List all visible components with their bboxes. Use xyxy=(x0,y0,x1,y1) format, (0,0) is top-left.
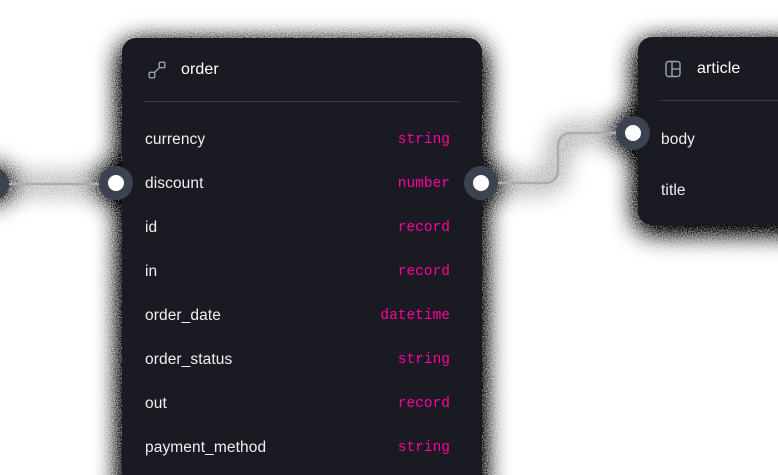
relation-icon xyxy=(148,61,166,79)
table-icon xyxy=(665,60,681,77)
header-divider xyxy=(660,100,778,101)
field-name: title xyxy=(661,181,686,199)
node-title: order xyxy=(181,60,219,78)
field-name: order_status xyxy=(145,351,233,368)
field-list: body title xyxy=(638,101,778,216)
node-header: order xyxy=(122,38,482,101)
field-type: string xyxy=(397,132,450,148)
field-name: out xyxy=(145,395,167,412)
field-type: string xyxy=(397,440,450,456)
field-row: body xyxy=(638,114,778,165)
field-type: record xyxy=(397,396,450,412)
field-name: discount xyxy=(145,175,204,192)
field-row: payment_method string xyxy=(122,426,482,470)
field-row: currency string xyxy=(122,118,482,162)
node-title: article xyxy=(697,59,741,77)
field-row: id record xyxy=(122,206,482,250)
port-offscreen-node[interactable] xyxy=(0,167,9,201)
field-row: discount number xyxy=(122,162,482,206)
field-row: order_status string xyxy=(122,338,482,382)
field-name: currency xyxy=(145,131,206,148)
node-header: article xyxy=(638,37,778,100)
port-order-right[interactable] xyxy=(464,166,498,200)
table-node-article[interactable]: article body title xyxy=(638,37,778,225)
table-node-order[interactable]: order currency string discount number id… xyxy=(122,38,482,475)
field-type: record xyxy=(397,220,450,236)
field-row: in record xyxy=(122,250,482,294)
field-name: body xyxy=(661,130,696,148)
field-type: record xyxy=(397,264,450,280)
field-type: number xyxy=(397,176,450,192)
port-order-left[interactable] xyxy=(99,166,133,200)
field-row: out record xyxy=(122,382,482,426)
field-row: title xyxy=(638,165,778,216)
field-type: datetime xyxy=(380,308,450,324)
field-name: payment_method xyxy=(145,439,267,456)
edge-order-to-article xyxy=(482,131,634,185)
field-row: order_date datetime xyxy=(122,294,482,338)
field-name: id xyxy=(145,219,158,236)
field-name: in xyxy=(145,263,158,280)
field-type: string xyxy=(397,352,450,368)
header-divider xyxy=(144,101,460,102)
field-name: order_date xyxy=(145,307,221,324)
port-article-left[interactable] xyxy=(616,116,650,150)
field-list: currency string discount number id recor… xyxy=(122,102,482,470)
